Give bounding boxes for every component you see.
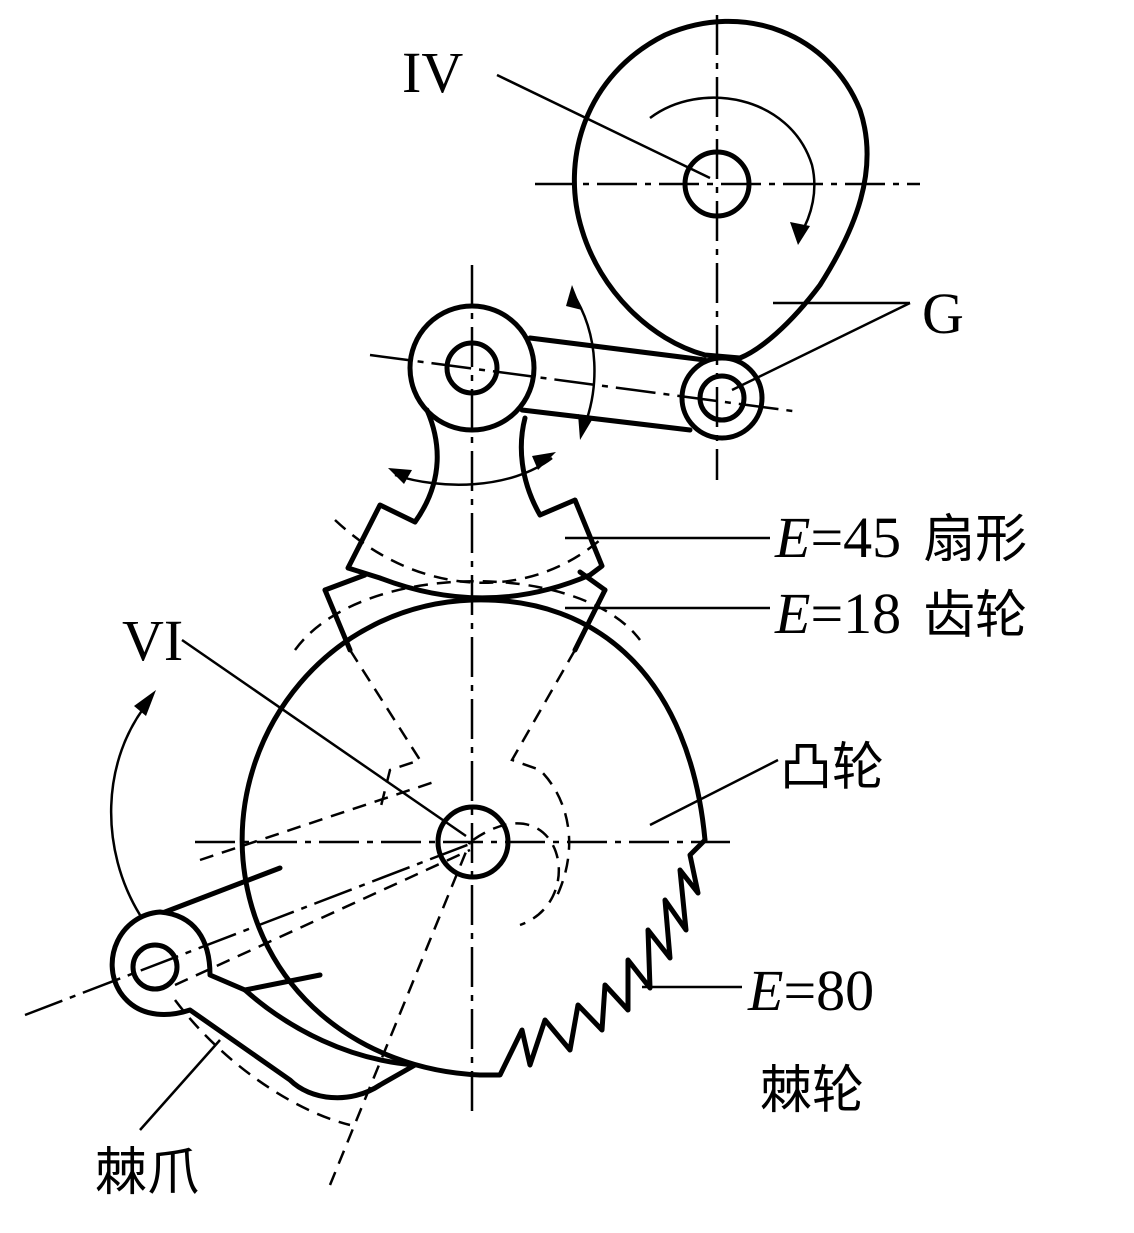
pinion-gear: [293, 569, 641, 901]
label-cam: 凸轮: [780, 738, 884, 798]
label-point-g: G: [922, 281, 964, 346]
label-pawl: 棘爪: [95, 1143, 199, 1203]
label-shaft-iv: IV: [402, 40, 463, 105]
leader-lines: [139, 73, 911, 1131]
roller: [679, 355, 765, 441]
label-ratchet: 棘轮: [760, 1061, 864, 1121]
label-ratchet-count: E=80: [747, 958, 874, 1023]
label-shaft-vi: VI: [122, 608, 183, 673]
ratchet-wheel: [477, 837, 708, 1078]
pawl-lever: [24, 690, 476, 1186]
rocker-arm: [369, 265, 801, 1115]
upper-cam: [535, 15, 920, 480]
gear-sector: [334, 407, 605, 601]
main-cam: [195, 597, 730, 1078]
